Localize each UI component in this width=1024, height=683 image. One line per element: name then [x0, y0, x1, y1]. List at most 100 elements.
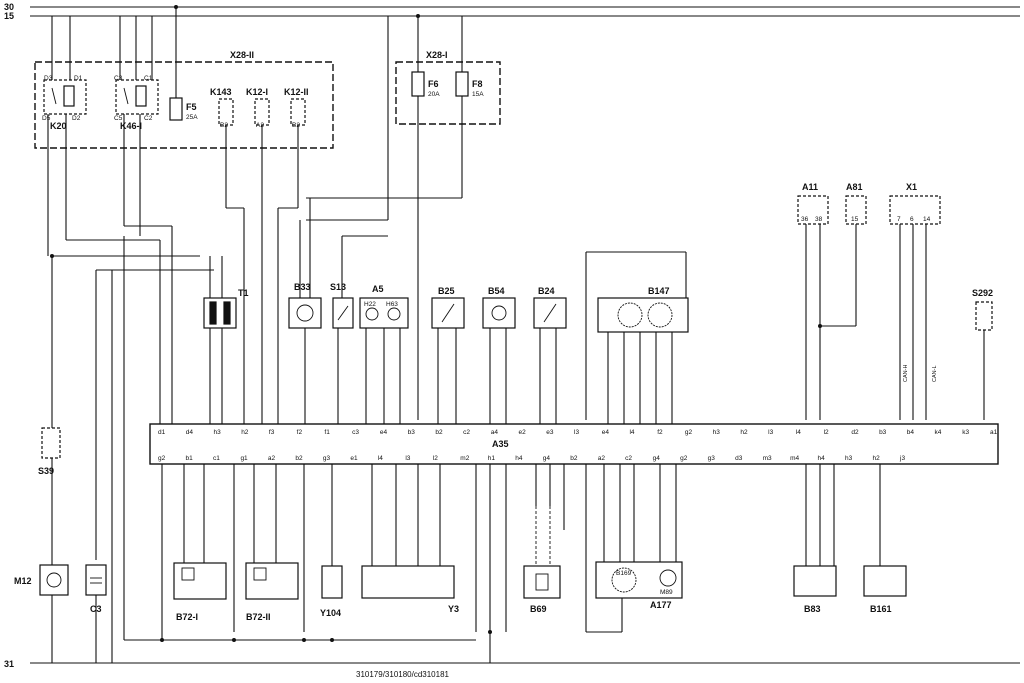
ecu-bottom-pin: b1: [185, 455, 193, 462]
pin-c1: C1: [144, 75, 153, 82]
can-l-label: CAN-L: [932, 365, 938, 382]
a5-h63-label: H63: [386, 301, 398, 308]
ecu-bottom-pin: g4: [543, 455, 551, 462]
ecu-top-pin: f2: [297, 429, 303, 436]
ecu-bottom-pin: m4: [790, 455, 799, 462]
component-b69-label: B69: [530, 604, 547, 614]
ecu-top-pin: k3: [962, 429, 969, 436]
ecu-bottom-pin: a2: [268, 455, 276, 462]
rail-15: 15: [4, 11, 1020, 21]
rail-31: 31: [4, 659, 1020, 669]
ecu-bottom-pin: d3: [735, 455, 743, 462]
ecu-bottom-pin: g3: [323, 455, 331, 462]
bottom-wiring: [123, 236, 881, 663]
a5-h22-label: H22: [364, 301, 376, 308]
pin-d2: D2: [72, 115, 81, 122]
connector-x1-pin-7: 7: [897, 216, 901, 223]
ecu-top-pin: d2: [851, 429, 859, 436]
ecu-bottom-pin: j3: [899, 455, 905, 462]
connector-a11-pin-38: 38: [815, 216, 823, 223]
rail-15-label: 15: [4, 11, 14, 21]
connector-x1-label: X1: [906, 182, 917, 192]
ecu-bottom-pin: a2: [598, 455, 606, 462]
ecu-top-pin: g2: [685, 429, 693, 436]
component-b72-i-label: B72-I: [176, 612, 198, 622]
component-b69: B69: [523, 506, 561, 614]
fuse-f5-rating: 25A: [186, 114, 198, 121]
ecu-bottom-pin: b2: [295, 455, 303, 462]
connector-x1-pin-14: 14: [923, 216, 931, 223]
component-b161: B161: [863, 565, 907, 614]
ecu-top-pin: a4: [491, 429, 499, 436]
ecu-bottom-pin: c2: [625, 455, 632, 462]
pin-c3: C3: [114, 75, 123, 82]
connector-x1-pin-6: 6: [910, 216, 914, 223]
connector-a81-label: A81: [846, 182, 863, 192]
component-s292-label: S292: [972, 288, 993, 298]
mid-wiring: [159, 208, 673, 424]
component-y3-label: Y3: [448, 604, 459, 614]
relay-k46-i-label: K46-I: [120, 121, 142, 131]
rail-31-label: 31: [4, 659, 14, 669]
component-b169-label: B169: [616, 570, 632, 577]
ecu-bottom-pin: h1: [488, 455, 496, 462]
ecu-top-pin: l4: [796, 429, 801, 436]
fuse-f8-label: F8: [472, 79, 483, 89]
fusebox-x28-i-label: X28-I: [426, 50, 448, 60]
component-a5-label: A5: [372, 284, 384, 294]
ecu-bottom-pin: h4: [818, 455, 826, 462]
component-b24-label: B24: [538, 286, 555, 296]
ecu-bottom-pin: g3: [708, 455, 716, 462]
ecu-bottom-pin: g1: [240, 455, 248, 462]
ecu-bottom-pin: g2: [680, 455, 688, 462]
ecu-top-pin: h2: [241, 429, 249, 436]
ecu-top-pin: e4: [380, 429, 388, 436]
ecu-top-pin: e4: [602, 429, 610, 436]
fuse-f6-rating: 20A: [428, 91, 440, 98]
ecu-bottom-pin: h4: [515, 455, 523, 462]
connector-a11-pin-36: 36: [801, 216, 809, 223]
component-b25-label: B25: [438, 286, 455, 296]
component-b72-ii: B72-II: [245, 562, 299, 622]
pin-c2: C2: [144, 115, 153, 122]
connector-k12-i-label: K12-I: [246, 87, 268, 97]
fusebox-x28-ii-label: X28-II: [230, 50, 254, 60]
component-b72-i: B72-I: [173, 562, 227, 622]
ecu-top-pin: c3: [352, 429, 359, 436]
fusebox-x28-ii: X28-II D3 D1 D5 D2 K20 C3 C1 C5 C2 K46-I…: [34, 50, 334, 149]
component-t1-label: T1: [238, 288, 249, 298]
component-b54: B54: [482, 286, 516, 329]
component-s39-label: S39: [38, 466, 54, 476]
fusebox-x28-i: X28-I F6 20A F8 15A: [395, 50, 501, 125]
ecu-a35-label: A35: [492, 439, 509, 449]
ecu-top-pin: l3: [768, 429, 773, 436]
connector-k12-i-pin: A2: [256, 122, 264, 129]
pin-d1: D1: [74, 75, 83, 82]
component-b147: B147: [585, 251, 689, 420]
component-b161-label: B161: [870, 604, 892, 614]
ecu-top-pin: c2: [463, 429, 470, 436]
pin-d5: D5: [42, 115, 51, 122]
component-c3: C3: [85, 270, 113, 663]
ecu-bottom-pin: l3: [405, 455, 410, 462]
ecu-top-pin: b4: [907, 429, 915, 436]
component-b83-label: B83: [804, 604, 821, 614]
component-s13: S13: [330, 282, 354, 329]
ecu-top-pin: e2: [519, 429, 527, 436]
diagram-reference-code: 310179/310180/cd310181: [356, 670, 450, 679]
connector-a11: A11 36 38: [797, 182, 829, 420]
component-b33-label: B33: [294, 282, 311, 292]
component-a177: B169 M89 A177: [595, 561, 683, 610]
component-b83: B83: [793, 565, 837, 614]
component-m89-label: M89: [660, 589, 673, 596]
connector-k12-ii-pin: B2: [292, 122, 300, 129]
ecu-bottom-pin: m3: [763, 455, 772, 462]
pin-c5: C5: [114, 115, 123, 122]
component-s13-label: S13: [330, 282, 346, 292]
ecu-top-pin: e3: [546, 429, 554, 436]
pin-d3: D3: [44, 75, 53, 82]
